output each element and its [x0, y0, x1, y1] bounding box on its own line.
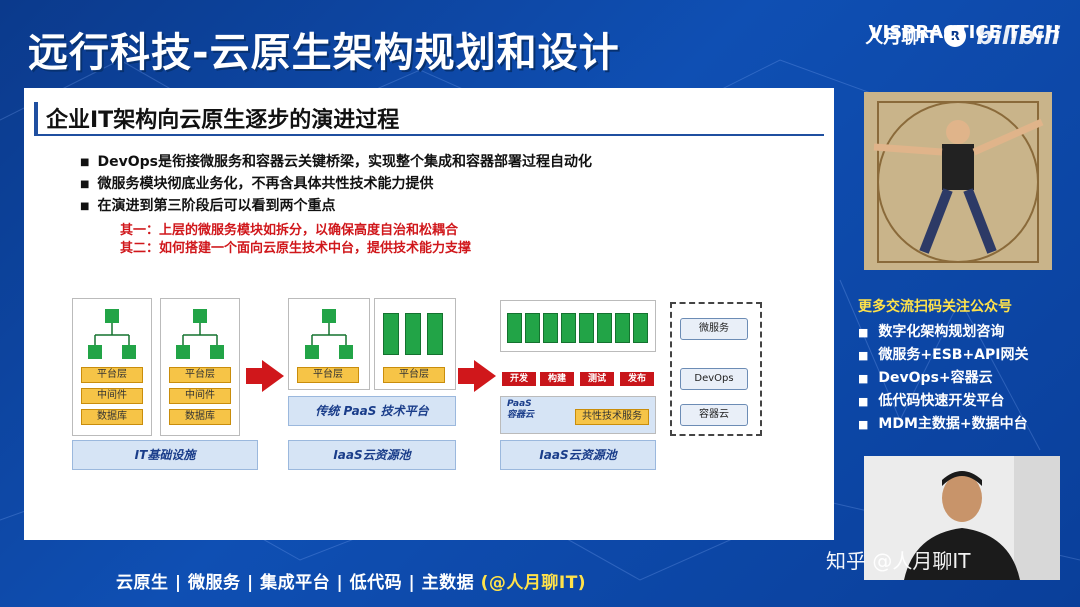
pipeline-stage: 发布 [620, 372, 654, 386]
stage1-app-b: 平台层 中间件 数据库 [160, 298, 240, 436]
pipeline-stage: 构建 [540, 372, 574, 386]
platform-layer: 平台层 [383, 367, 445, 383]
service-microservice: 微服务 [680, 318, 748, 340]
service-block [405, 313, 421, 355]
highlight-list: 其一：上层的微服务模块如拆分，以确保高度自治和松耦合 其二：如何搭建一个面向云原… [120, 222, 471, 258]
title-divider [34, 134, 824, 136]
brand: 人月聊IT R bilibili [865, 22, 1060, 50]
service-block [383, 313, 399, 355]
stage3-microservices [500, 300, 656, 352]
it-infrastructure: IT基础设施 [72, 440, 258, 470]
highlight-item: 其一：上层的微服务模块如拆分，以确保高度自治和松耦合 [120, 223, 459, 238]
footer-handle: (@人月聊IT) [480, 573, 587, 593]
webcam-feed [864, 456, 1060, 580]
stage1-app-a: 平台层 中间件 数据库 [72, 298, 152, 436]
database-layer: 数据库 [81, 409, 143, 425]
promo-item: 低代码快速开发平台 [858, 390, 1029, 413]
service-block [507, 313, 522, 343]
promo-item: 微服务+ESB+API网关 [858, 344, 1028, 367]
arrow-right-icon [262, 360, 284, 392]
service-block [615, 313, 630, 343]
service-block [427, 313, 443, 355]
person-illustration-icon [873, 101, 1044, 263]
tree-icon [305, 309, 353, 359]
promo-item: 数字化架构规划咨询 [858, 321, 1029, 344]
arrow-right-icon [458, 368, 476, 384]
stage2-app-b: 平台层 [374, 298, 456, 390]
promo-item: MDM主数据+数据中台 [858, 413, 1029, 436]
iaas-pool: IaaS云资源池 [500, 440, 656, 470]
service-block [543, 313, 558, 343]
pipeline-stage: 测试 [580, 372, 614, 386]
tree-icon [88, 309, 136, 359]
brand-text: 人月聊IT [865, 27, 939, 48]
bullet-list: DevOps是衔接微服务和容器云关键桥梁，实现整个集成和容器部署过程自动化 微服… [80, 152, 592, 218]
service-block [633, 313, 648, 343]
services-group [670, 302, 762, 436]
iaas-pool: IaaS云资源池 [288, 440, 456, 470]
slide: 企业IT架构向云原生逐步的演进过程 DevOps是衔接微服务和容器云关键桥梁，实… [24, 88, 834, 540]
bilibili-logo-icon: bilibili [976, 22, 1060, 50]
pipeline-stage: 开发 [502, 372, 536, 386]
bullet-item: DevOps是衔接微服务和容器云关键桥梁，实现整个集成和容器部署过程自动化 [80, 152, 592, 174]
service-block [579, 313, 594, 343]
promo-heading: 更多交流扫码关注公众号 [858, 299, 1012, 315]
middleware-layer: 中间件 [81, 388, 143, 404]
page-title: 远行科技-云原生架构规划和设计 [28, 30, 620, 76]
platform-layer: 平台层 [81, 367, 143, 383]
database-layer: 数据库 [169, 409, 231, 425]
common-services: 共性技术服务 [575, 409, 649, 425]
footer-caption: 云原生 | 微服务 | 集成平台 | 低代码 | 主数据 (@人月聊IT) [116, 568, 586, 593]
brand-subtitle: VISPRACTICE TECH [868, 22, 1060, 43]
service-block [597, 313, 612, 343]
tree-icon [176, 309, 224, 359]
paas-container-cloud: PaaS 容器云 共性技术服务 [500, 396, 656, 434]
highlight-item: 其二：如何搭建一个面向云原生技术中台，提供技术能力支撑 [120, 241, 472, 256]
brand-logo-icon: R [944, 25, 967, 47]
arrow-right-icon [474, 360, 496, 392]
stage2-app-a: 平台层 [288, 298, 370, 390]
slide-title: 企业IT架构向云原生逐步的演进过程 [34, 102, 399, 134]
service-devops: DevOps [680, 368, 748, 390]
promo-list: 更多交流扫码关注公众号 数字化架构规划咨询 微服务+ESB+API网关 DevO… [858, 296, 1029, 436]
arrow-right-icon [246, 368, 264, 384]
bullet-item: 微服务模块彻底业务化，不再含具体共性技术能力提供 [80, 174, 592, 196]
platform-layer: 平台层 [297, 367, 359, 383]
service-container-cloud: 容器云 [680, 404, 748, 426]
bullet-item: 在演进到第三阶段后可以看到两个重点 [80, 196, 592, 218]
promo-item: DevOps+容器云 [858, 367, 1029, 390]
traditional-paas-platform: 传统 PaaS 技术平台 [288, 396, 456, 426]
service-block [561, 313, 576, 343]
vitruvian-illustration [864, 92, 1052, 270]
presenter-icon [864, 456, 1060, 580]
zhihu-watermark: 知乎 @人月聊IT [826, 549, 971, 573]
service-block [525, 313, 540, 343]
footer-topics: 云原生 | 微服务 | 集成平台 | 低代码 | 主数据 [116, 573, 481, 593]
paas-container-label: PaaS 容器云 [507, 399, 535, 420]
platform-layer: 平台层 [169, 367, 231, 383]
middleware-layer: 中间件 [169, 388, 231, 404]
